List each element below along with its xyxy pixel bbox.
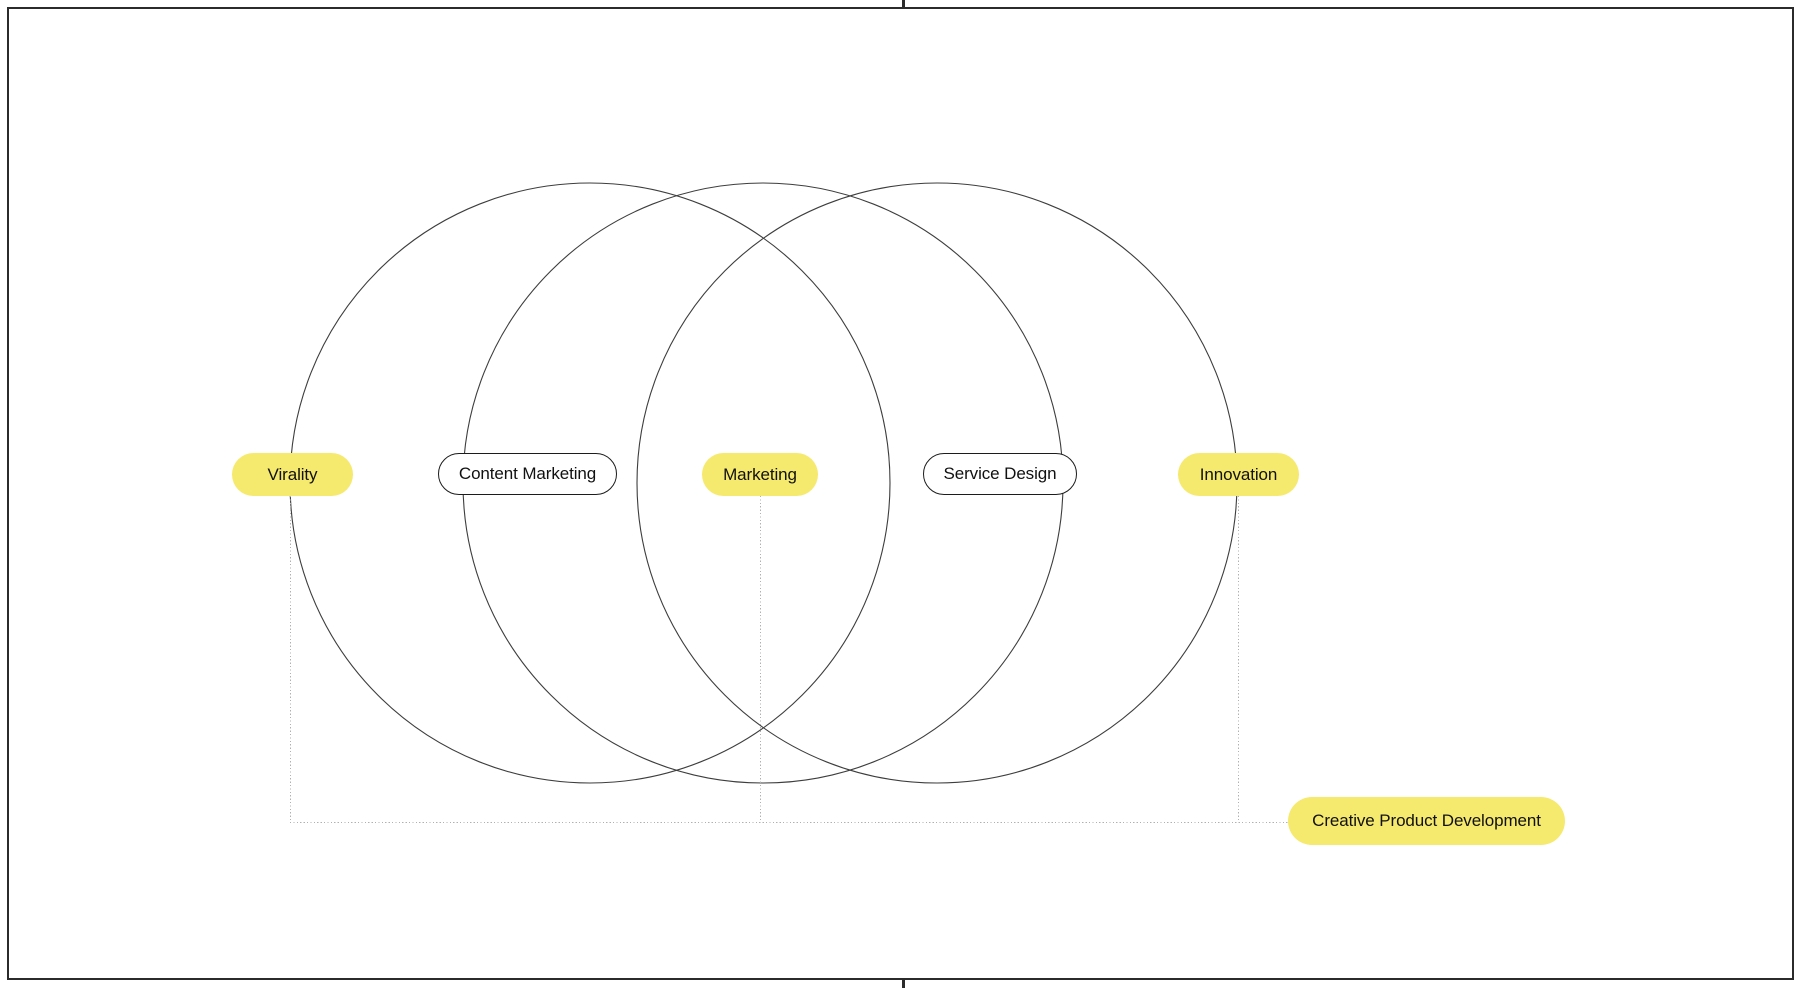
node-creative-product-development[interactable]: Creative Product Development [1288,797,1565,845]
node-marketing[interactable]: Marketing [702,453,818,496]
page-seam-tick-top [902,0,905,9]
node-content-marketing[interactable]: Content Marketing [438,453,617,495]
page-seam-tick-bottom [902,979,905,988]
node-virality[interactable]: Virality [232,453,353,496]
node-innovation[interactable]: Innovation [1178,453,1299,496]
node-service-design[interactable]: Service Design [923,453,1077,495]
